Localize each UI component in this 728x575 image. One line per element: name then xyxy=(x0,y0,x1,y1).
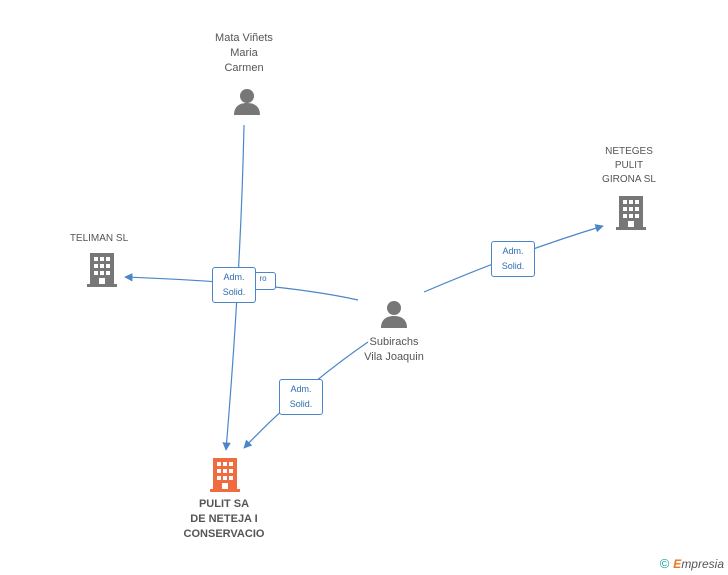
label-line: NETEGES xyxy=(605,146,653,157)
role-line: Adm. xyxy=(223,272,245,282)
label-line: GIRONA SL xyxy=(602,174,656,185)
label-line: PULIT xyxy=(614,160,644,171)
person-icon xyxy=(234,89,260,115)
role-line: Adm. xyxy=(502,246,524,256)
node-label-pulit[interactable]: PULIT SA DE NETEJA I CONSERVACIO xyxy=(166,497,282,542)
brand-initial: E xyxy=(673,556,682,571)
brand-footer: © Empresia xyxy=(660,556,724,571)
brand-rest: mpresia xyxy=(681,556,724,571)
role-line: Solid. xyxy=(222,287,246,297)
copyright-icon: © xyxy=(659,556,670,571)
label-line: Mata Viñets xyxy=(215,32,273,44)
role-box-subirachs-pulit[interactable]: Adm. Solid. xyxy=(279,379,323,415)
building-icon xyxy=(87,253,117,287)
label-line: Maria xyxy=(230,47,258,59)
role-line: Solid. xyxy=(501,261,525,271)
building-icon xyxy=(616,196,646,230)
role-box-mata-teliman[interactable]: Adm. Solid. xyxy=(212,267,256,303)
node-label-mata[interactable]: Mata Viñets Maria Carmen xyxy=(196,31,292,76)
label-line: TELIMAN SL xyxy=(69,233,129,244)
role-line: Adm. xyxy=(290,384,312,394)
node-label-subirachs[interactable]: Subirachs Vila Joaquin xyxy=(344,335,444,365)
label-line: CONSERVACIO xyxy=(183,528,265,540)
role-line: Solid. xyxy=(289,399,313,409)
node-label-teliman[interactable]: TELIMAN SL xyxy=(56,232,142,246)
person-icon xyxy=(381,301,407,328)
label-line: DE NETEJA I xyxy=(190,513,258,525)
label-line: Carmen xyxy=(224,62,264,74)
label-line: Subirachs xyxy=(369,336,419,348)
node-label-neteges[interactable]: NETEGES PULIT GIRONA SL xyxy=(586,145,672,187)
label-line: PULIT SA xyxy=(198,498,250,510)
brand-logo: Empresia xyxy=(673,557,724,571)
role-text: ro xyxy=(259,274,267,283)
role-box-subirachs-neteges[interactable]: Adm. Solid. xyxy=(491,241,535,277)
label-line: Vila Joaquin xyxy=(364,351,424,363)
building-icon xyxy=(210,458,240,492)
